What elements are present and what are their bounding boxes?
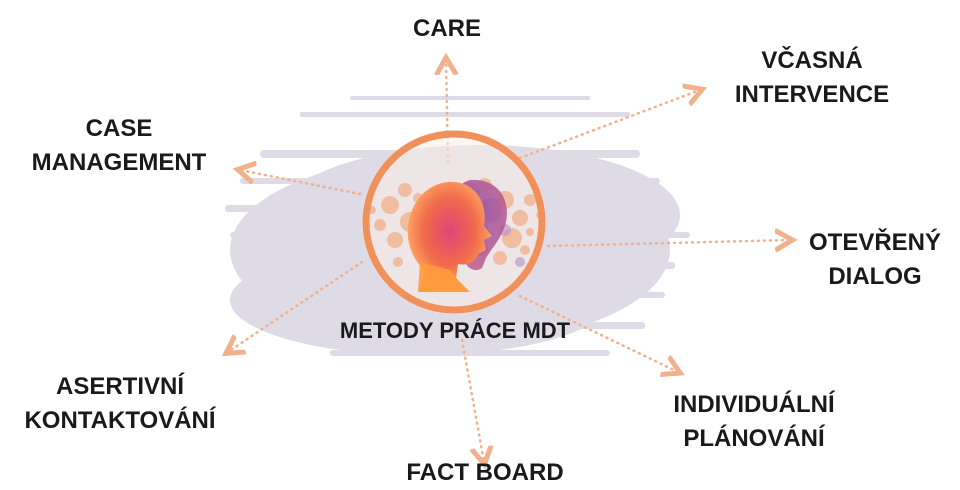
label-otevreny-line2: DIALOG <box>790 260 960 294</box>
label-vcasna-line2: INTERVENCE <box>712 78 912 112</box>
label-care: CARE <box>372 12 522 46</box>
label-asertivni-line2: KONTAKTOVÁNÍ <box>0 404 240 438</box>
label-vcasna-intervence: VČASNÁ INTERVENCE <box>712 44 912 112</box>
arrow-fact <box>462 340 484 462</box>
label-fact-line1: FACT BOARD <box>390 456 580 490</box>
label-otevreny-dialog: OTEVŘENÝ DIALOG <box>790 226 960 294</box>
label-individualni-line1: INDIVIDUÁLNÍ <box>654 388 854 422</box>
label-fact-board: FACT BOARD <box>390 456 580 490</box>
label-case-line1: CASE <box>14 112 224 146</box>
label-asertivni-kontaktovani: ASERTIVNÍ KONTAKTOVÁNÍ <box>0 370 240 438</box>
label-asertivni-line1: ASERTIVNÍ <box>0 370 240 404</box>
label-case-management: CASE MANAGEMENT <box>14 112 224 180</box>
arrow-vcasna <box>520 90 700 158</box>
label-individualni-line2: PLÁNOVÁNÍ <box>654 422 854 456</box>
label-case-line2: MANAGEMENT <box>14 146 224 180</box>
label-care-line1: CARE <box>372 12 522 46</box>
label-otevreny-line1: OTEVŘENÝ <box>790 226 960 260</box>
center-title: METODY PRÁCE MDT <box>300 318 610 344</box>
center-emblem <box>362 130 546 314</box>
label-individualni-planovani: INDIVIDUÁLNÍ PLÁNOVÁNÍ <box>654 388 854 456</box>
label-vcasna-line1: VČASNÁ <box>712 44 912 78</box>
